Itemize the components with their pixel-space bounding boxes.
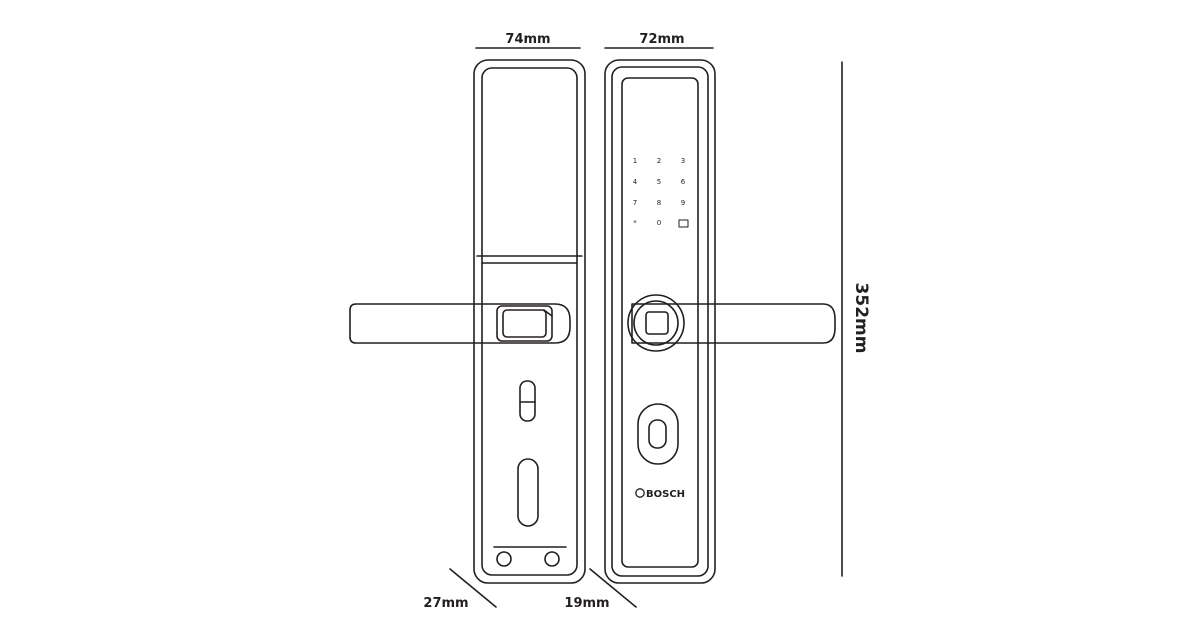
keypad-key-lock-icon [678,219,689,228]
key-cylinder-keyhole [648,419,667,449]
key-cylinder-cover [637,403,679,465]
back-panel-outer [473,59,586,584]
front-handle-lever [631,303,836,344]
back-screw-right [544,551,560,567]
keypad-key: 1 [633,157,637,165]
keypad: 1 2 3 4 5 6 7 8 9 * 0 [633,157,686,227]
keypad-key: 5 [657,178,661,186]
fingerprint-sensor [645,311,669,335]
height-label: 352mm [851,283,871,354]
fingerprint-reader-inner-ring [633,300,679,346]
back-depth-dimension-line [449,568,497,608]
keypad-key: 2 [657,157,661,165]
keypad-key: 6 [681,178,686,186]
front-panel-inner [611,66,709,577]
back-panel [349,59,586,584]
front-panel [604,59,836,584]
keypad-key: 9 [681,199,685,207]
front-depth-label: 19mm [564,596,609,611]
back-handle-knob-outer [496,305,553,342]
keypad-key: * [633,219,637,227]
keypad-key: 0 [657,219,661,227]
back-thumbturn-slot [519,380,536,422]
front-width-label: 72mm [639,32,684,47]
back-width-label: 74mm [505,32,550,47]
back-handle-knob-detail [543,309,553,317]
back-screw-left [496,551,512,567]
front-panel-outer [604,59,716,584]
brand-name: BOSCH [646,489,685,500]
brand-logo-icon [635,488,645,498]
back-depth-label: 27mm [423,596,468,611]
keypad-key: 7 [633,199,637,207]
back-handle-lever [349,303,571,344]
keypad-key: 3 [681,157,685,165]
back-handle-knob-inner [502,309,547,338]
keypad-key: 4 [633,178,638,186]
back-cylinder-slot [517,458,539,527]
keypad-key: 8 [657,199,661,207]
front-depth-dimension-line [589,568,637,608]
back-panel-inner [481,67,578,576]
fingerprint-reader-ring [627,294,685,352]
front-panel-face [621,77,699,568]
